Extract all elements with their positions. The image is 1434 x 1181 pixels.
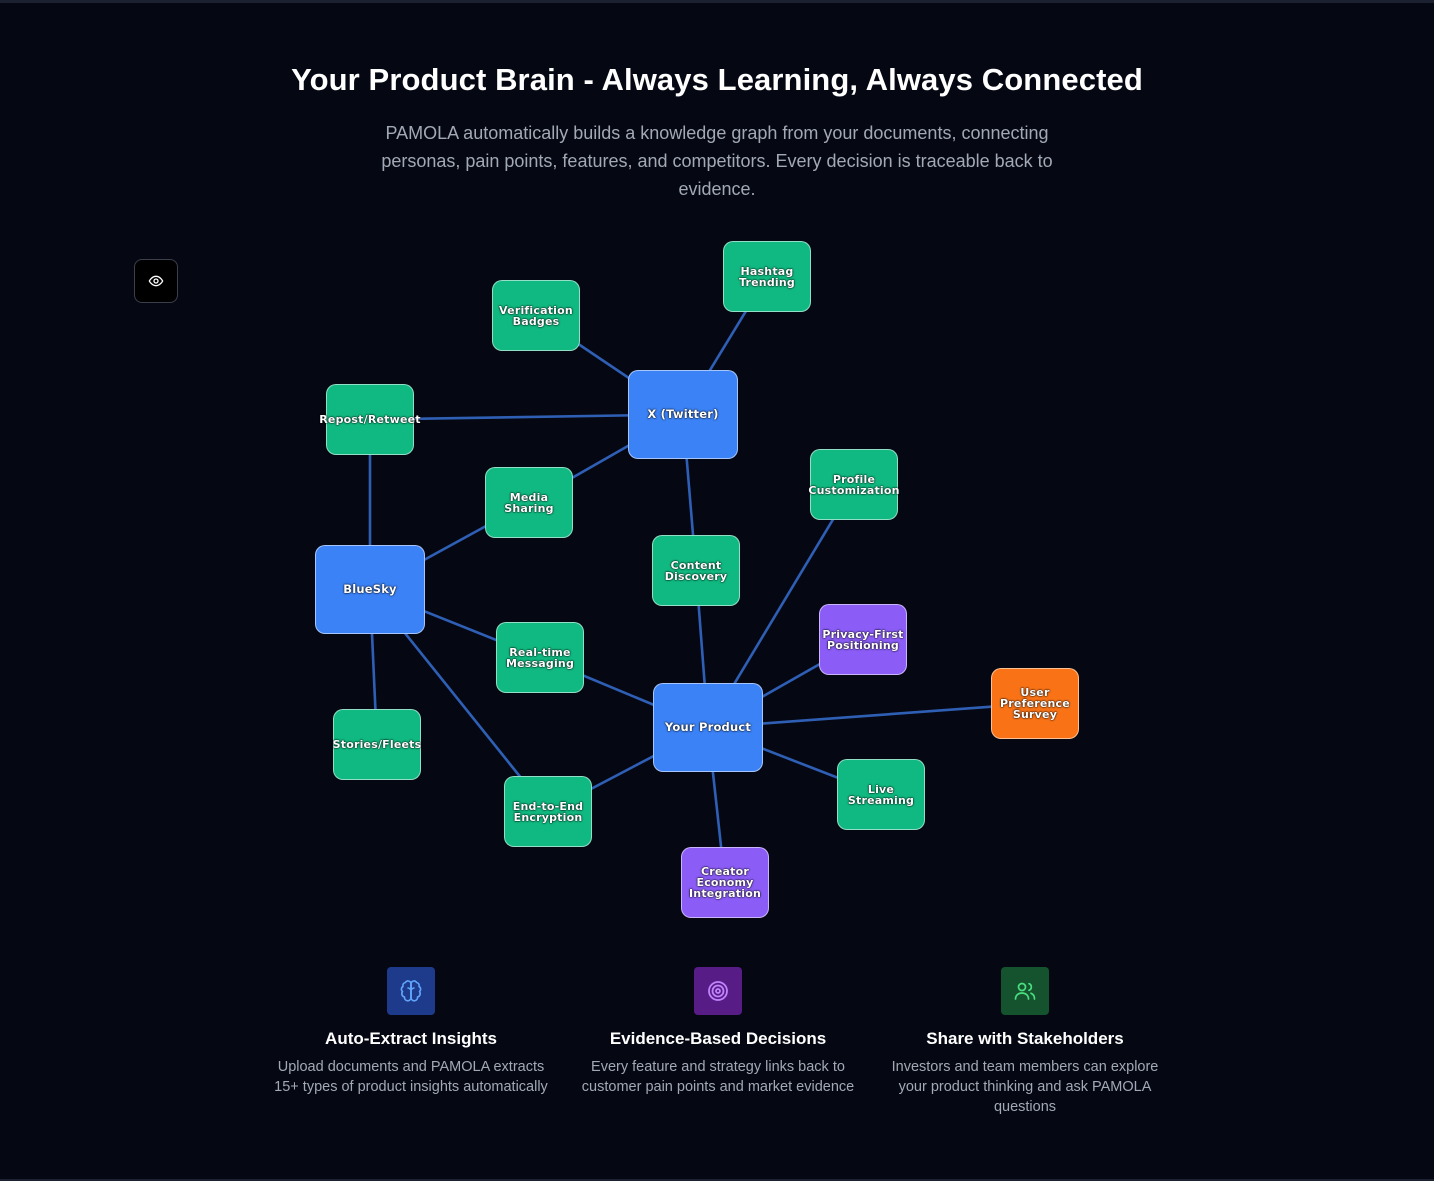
graph-node-label: X (Twitter)	[647, 407, 719, 421]
graph-node-twitter[interactable]: X (Twitter)	[628, 370, 738, 459]
graph-node-label: Repost/Retweet	[319, 413, 421, 426]
graph-node-label: Privacy-First Positioning	[822, 627, 904, 652]
eye-icon	[148, 275, 164, 287]
section-subtitle: PAMOLA automatically builds a knowledge …	[381, 123, 1053, 199]
graph-node-label: Real-time Messaging	[505, 645, 575, 670]
brain-icon	[387, 967, 435, 1015]
view-toggle-button[interactable]	[134, 259, 178, 303]
graph-node-verification[interactable]: Verification Badges	[492, 280, 580, 351]
graph-node-content[interactable]: Content Discovery	[652, 535, 740, 606]
feature-description: Every feature and strategy links back to…	[581, 1059, 855, 1095]
graph-node-label: Media Sharing	[504, 490, 554, 515]
graph-node-label: Hashtag Trending	[739, 264, 795, 289]
graph-node-creator[interactable]: Creator Economy Integration	[681, 847, 769, 918]
bottom-divider	[0, 1179, 1434, 1181]
feature-description: Upload documents and PAMOLA extracts 15+…	[274, 1059, 548, 1095]
graph-node-yourproduct[interactable]: Your Product	[653, 683, 763, 772]
graph-node-realtime[interactable]: Real-time Messaging	[496, 622, 584, 693]
graph-node-hashtag[interactable]: Hashtag Trending	[723, 241, 811, 312]
users-icon	[1001, 967, 1049, 1015]
graph-node-label: Creator Economy Integration	[689, 865, 761, 900]
graph-node-label: Content Discovery	[664, 558, 728, 583]
feature-title: Evidence-Based Decisions	[609, 1029, 827, 1048]
graph-node-label: User Preference Survey	[1000, 686, 1070, 721]
graph-node-profile[interactable]: Profile Customization	[808, 449, 900, 520]
graph-node-privacy[interactable]: Privacy-First Positioning	[819, 604, 907, 675]
graph-node-label: Stories/Fleets	[332, 738, 422, 751]
feature-card-share: Share with Stakeholders Investors and te…	[880, 967, 1170, 1117]
graph-node-media[interactable]: Media Sharing	[485, 467, 573, 538]
graph-node-label: Live Streaming	[847, 782, 915, 807]
feature-title: Auto-Extract Insights	[325, 1029, 497, 1048]
graph-node-label: Verification Badges	[499, 303, 573, 328]
graph-node-label: End-to-End Encryption	[512, 799, 584, 824]
graph-node-label: Your Product	[664, 720, 752, 734]
feature-title: Share with Stakeholders	[926, 1029, 1124, 1048]
graph-node-label: Profile Customization	[808, 472, 900, 497]
graph-node-live[interactable]: Live Streaming	[837, 759, 925, 830]
graph-node-label: BlueSky	[343, 582, 397, 596]
graph-node-bluesky[interactable]: BlueSky	[315, 545, 425, 634]
target-icon	[694, 967, 742, 1015]
section-title: Your Product Brain - Always Learning, Al…	[291, 62, 1143, 97]
graph-node-stories[interactable]: Stories/Fleets	[333, 709, 421, 780]
graph-node-survey[interactable]: User Preference Survey	[991, 668, 1079, 739]
feature-card-auto-extract: Auto-Extract Insights Upload documents a…	[266, 967, 556, 1097]
top-divider	[0, 0, 1434, 3]
feature-description: Investors and team members can explore y…	[891, 1059, 1159, 1115]
feature-card-evidence: Evidence-Based Decisions Every feature a…	[573, 967, 863, 1097]
graph-node-e2e[interactable]: End-to-End Encryption	[504, 776, 592, 847]
graph-node-repost[interactable]: Repost/Retweet	[319, 384, 421, 455]
